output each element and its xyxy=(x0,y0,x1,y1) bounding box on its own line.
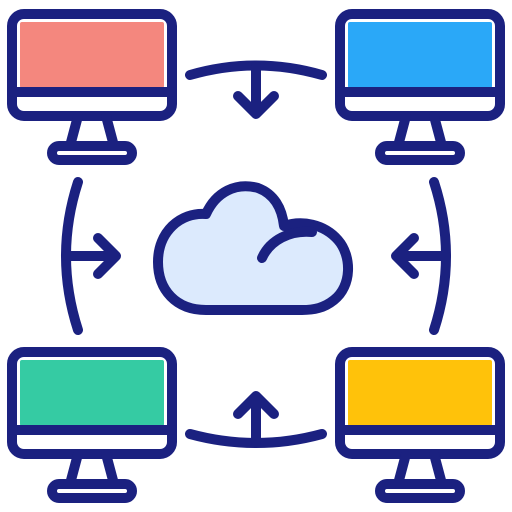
cloud-detail xyxy=(257,226,317,263)
monitor-bottom-right xyxy=(335,347,505,503)
arrow-down-icon xyxy=(233,61,279,119)
arrow-up-icon xyxy=(233,391,279,447)
monitor-top-left xyxy=(7,9,177,165)
connector-bottom xyxy=(185,391,327,448)
monitor-top-right xyxy=(335,9,505,165)
connector-top xyxy=(185,60,327,119)
monitor-bottom-left xyxy=(7,347,177,503)
connector-left xyxy=(61,177,121,335)
arrow-right-icon xyxy=(61,233,121,279)
connector-right xyxy=(391,177,451,335)
cloud-icon xyxy=(153,181,354,315)
arrow-left-icon xyxy=(391,233,451,279)
